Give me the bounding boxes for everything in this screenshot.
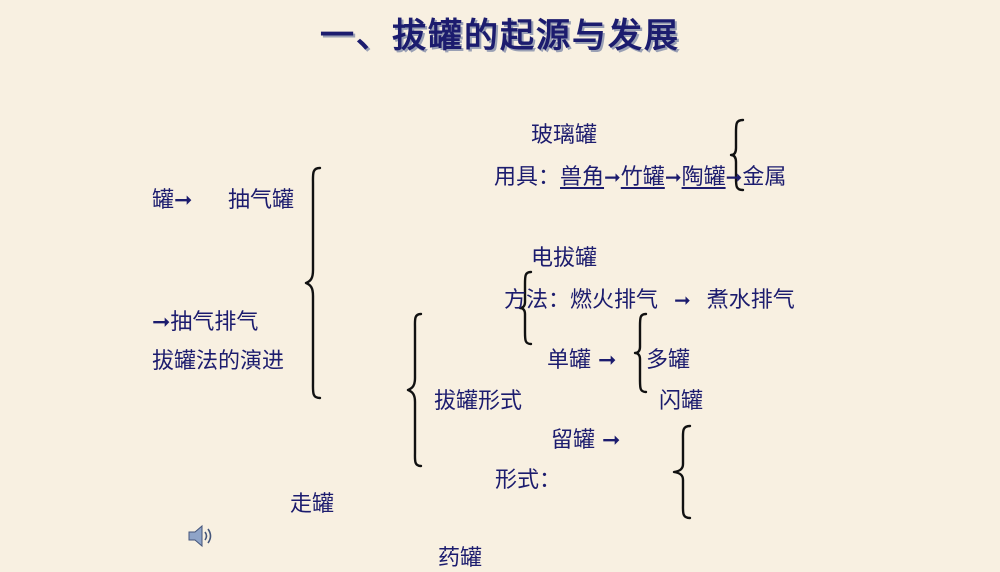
arrow-icon: ➞	[604, 165, 621, 189]
tools-label: 用具：	[494, 165, 561, 190]
tool-metal: 金属	[742, 165, 787, 190]
form-label: 形式：	[495, 468, 562, 493]
tool-bamboo: 竹罐	[620, 165, 665, 190]
cupping-form-label: 拔罐形式	[434, 389, 523, 414]
moving-cup-label: 走罐	[290, 492, 335, 517]
brace-method	[518, 270, 533, 346]
method-row: 方法：燃火排气 ➞ 煮水排气	[504, 287, 795, 314]
method-label: 方法：	[504, 288, 571, 313]
brace-tools	[729, 118, 745, 192]
arrow-icon: ➞	[725, 165, 743, 189]
speaker-icon[interactable]	[186, 523, 216, 549]
suction-cup-label: 抽气罐	[228, 188, 295, 213]
slide-title: 一、拔罐的起源与发展	[320, 16, 680, 56]
suction-exhaust-label: ➞抽气排气	[152, 310, 259, 335]
arrow-icon: ➞	[674, 288, 691, 312]
brace-evolution	[304, 166, 322, 400]
method-fire: 燃火排气	[570, 288, 659, 313]
brace-form	[406, 312, 423, 468]
method-water: 煮水排气	[706, 288, 795, 313]
brace-single	[633, 312, 648, 394]
retain-cup-label: 留罐 ➞	[551, 428, 621, 453]
electric-cup-label: 电拔罐	[531, 246, 598, 271]
flash-cup-label: 闪罐	[659, 389, 704, 414]
arrow-icon: ➞	[664, 165, 682, 189]
multi-cup-label: 多罐	[646, 348, 691, 373]
brace-retain	[672, 424, 692, 520]
jar-arrow-label: 罐➞	[152, 188, 193, 213]
evolution-label: 拔罐法的演进	[152, 349, 285, 374]
medicine-cup-label: 药罐	[438, 546, 483, 571]
tool-horn: 兽角	[560, 165, 605, 190]
single-cup-label: 单罐 ➞	[547, 348, 617, 373]
glass-cup-label: 玻璃罐	[531, 123, 598, 148]
tools-row: 用具：兽角➞竹罐➞陶罐➞金属	[494, 164, 786, 191]
tool-pottery: 陶罐	[681, 165, 726, 190]
